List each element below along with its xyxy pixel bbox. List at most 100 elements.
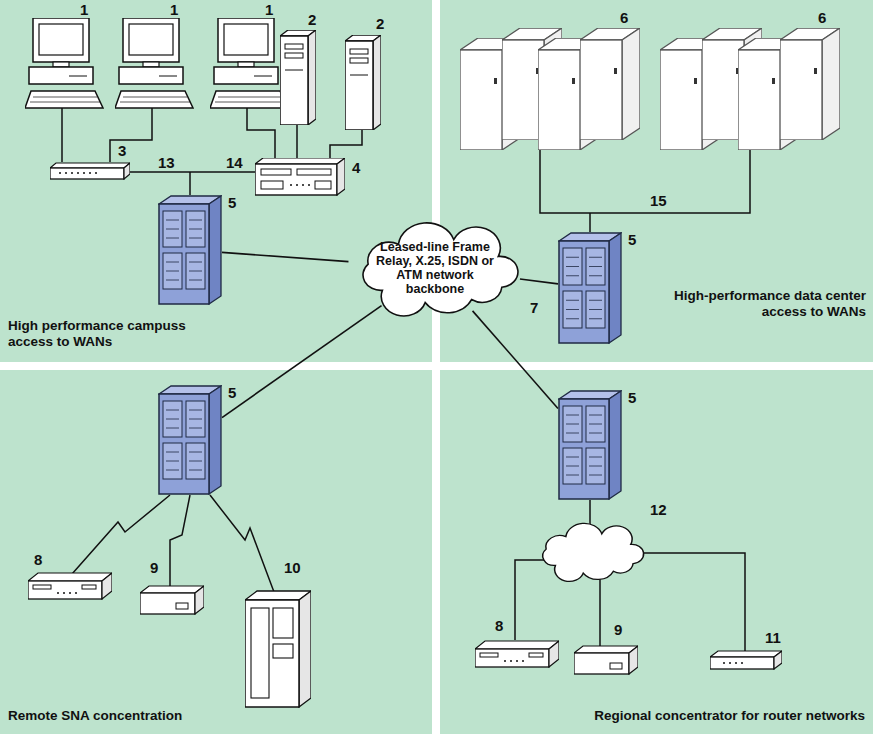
- callout-holder: 6: [818, 10, 826, 26]
- router-vent: [566, 275, 579, 276]
- router-slot: [163, 401, 182, 437]
- callout-holder: 9: [150, 560, 158, 576]
- serial-link: [210, 495, 274, 592]
- panel-caption: Regional concentrator for router network…: [448, 708, 865, 724]
- hub-icon: [50, 163, 130, 179]
- router-vent: [189, 262, 202, 263]
- wan-wire: [599, 574, 601, 646]
- callout-number: 1: [265, 2, 273, 18]
- router-icon: [158, 195, 222, 305]
- panel-caption: Remote SNA concentration: [8, 708, 308, 724]
- callout-holder: 1: [265, 2, 273, 18]
- router-device: [475, 641, 559, 667]
- router-vent: [166, 220, 179, 221]
- wan-wire: [636, 553, 745, 651]
- callout-holder: 9: [614, 622, 622, 638]
- router-vent: [589, 475, 602, 476]
- wan-link: [520, 279, 558, 284]
- panel-ground: [440, 370, 873, 734]
- router-vent: [166, 271, 179, 272]
- callout-number: 4: [352, 160, 360, 176]
- channel-wire: [589, 213, 591, 232]
- pc-icon: [210, 18, 288, 108]
- router-vent: [566, 318, 579, 319]
- panel-ground: [0, 0, 432, 362]
- router-device: [574, 646, 638, 674]
- router-vent: [189, 470, 202, 471]
- sna-cabinet: [245, 591, 311, 707]
- router-vent: [189, 428, 202, 429]
- panel-caption: High-performance data center access to W…: [636, 288, 866, 320]
- callout-number: 5: [628, 232, 636, 248]
- router-slot: [186, 253, 205, 289]
- router-slot: [186, 443, 205, 479]
- callout-number: 9: [614, 622, 622, 638]
- callout-number: 11: [765, 630, 781, 646]
- lan-wires: [62, 108, 750, 651]
- router-vent: [166, 410, 179, 411]
- callout-holder: 8: [34, 552, 42, 568]
- callout-holder: 3: [118, 143, 126, 159]
- callout-holder: 2: [308, 12, 316, 28]
- router-slot: [563, 291, 582, 328]
- wan-wire: [515, 560, 545, 640]
- router-side: [609, 233, 621, 343]
- panel-region: High performance campuss access to WANs 5: [0, 0, 432, 362]
- router-vent: [189, 452, 202, 453]
- callout-number: 6: [620, 10, 628, 26]
- callout-number: 9: [150, 560, 158, 576]
- sna-device: [140, 586, 204, 614]
- callout-number: 1: [80, 2, 88, 18]
- router-vent: [566, 266, 579, 267]
- lan-wire: [130, 171, 255, 173]
- lan-wire: [330, 130, 362, 158]
- router-vent: [589, 266, 602, 267]
- router-vent: [189, 229, 202, 230]
- lan-wire: [61, 108, 63, 162]
- wan-link: [473, 311, 558, 409]
- wan-link: [222, 252, 348, 261]
- cloud-label: Leased-line Frame Relay, X.25, ISDN or A…: [374, 240, 496, 296]
- router-vent: [166, 461, 179, 462]
- caption-holder: High performance campuss access to WANs: [8, 318, 218, 350]
- callout-number: 8: [34, 552, 42, 568]
- channel-wire: [540, 146, 750, 213]
- callout-number: 6: [818, 10, 826, 26]
- callout-number: 13: [158, 155, 175, 171]
- router-device: [710, 651, 782, 669]
- lan-wire: [296, 125, 298, 158]
- callout-holder: 12: [650, 502, 667, 518]
- router-vent: [166, 280, 179, 281]
- callout-holder: 7: [530, 300, 538, 316]
- router-vent: [189, 461, 202, 462]
- callout-holder: 5: [628, 232, 636, 248]
- callout-number: 5: [228, 195, 236, 211]
- router-vent: [589, 457, 602, 458]
- router-slot: [563, 406, 582, 442]
- callout-number: 15: [650, 193, 667, 209]
- router-vent: [166, 470, 179, 471]
- router-icon: [558, 232, 622, 344]
- mainframe-cluster: [660, 28, 840, 150]
- router-vent: [589, 433, 602, 434]
- router-icon: [558, 390, 622, 500]
- switch-icon: [255, 158, 345, 195]
- server-tower: [280, 30, 316, 125]
- regional-cloud: [543, 523, 644, 581]
- panel-region: Remote SNA concentration 5: [0, 370, 432, 734]
- router-slot: [163, 211, 182, 247]
- callout-number: 12: [650, 502, 667, 518]
- callout-holder: 2: [376, 16, 384, 32]
- router-vent: [166, 428, 179, 429]
- router-node: 5: [158, 195, 222, 305]
- router-vent: [589, 309, 602, 310]
- lan-wire: [189, 172, 191, 195]
- pc-icon: [25, 18, 103, 108]
- callout-holder: 6: [620, 10, 628, 26]
- cloud-shape: [363, 223, 518, 316]
- callout-holder: 13: [158, 155, 175, 171]
- router-front: [559, 399, 609, 499]
- router-node: 5: [158, 385, 222, 495]
